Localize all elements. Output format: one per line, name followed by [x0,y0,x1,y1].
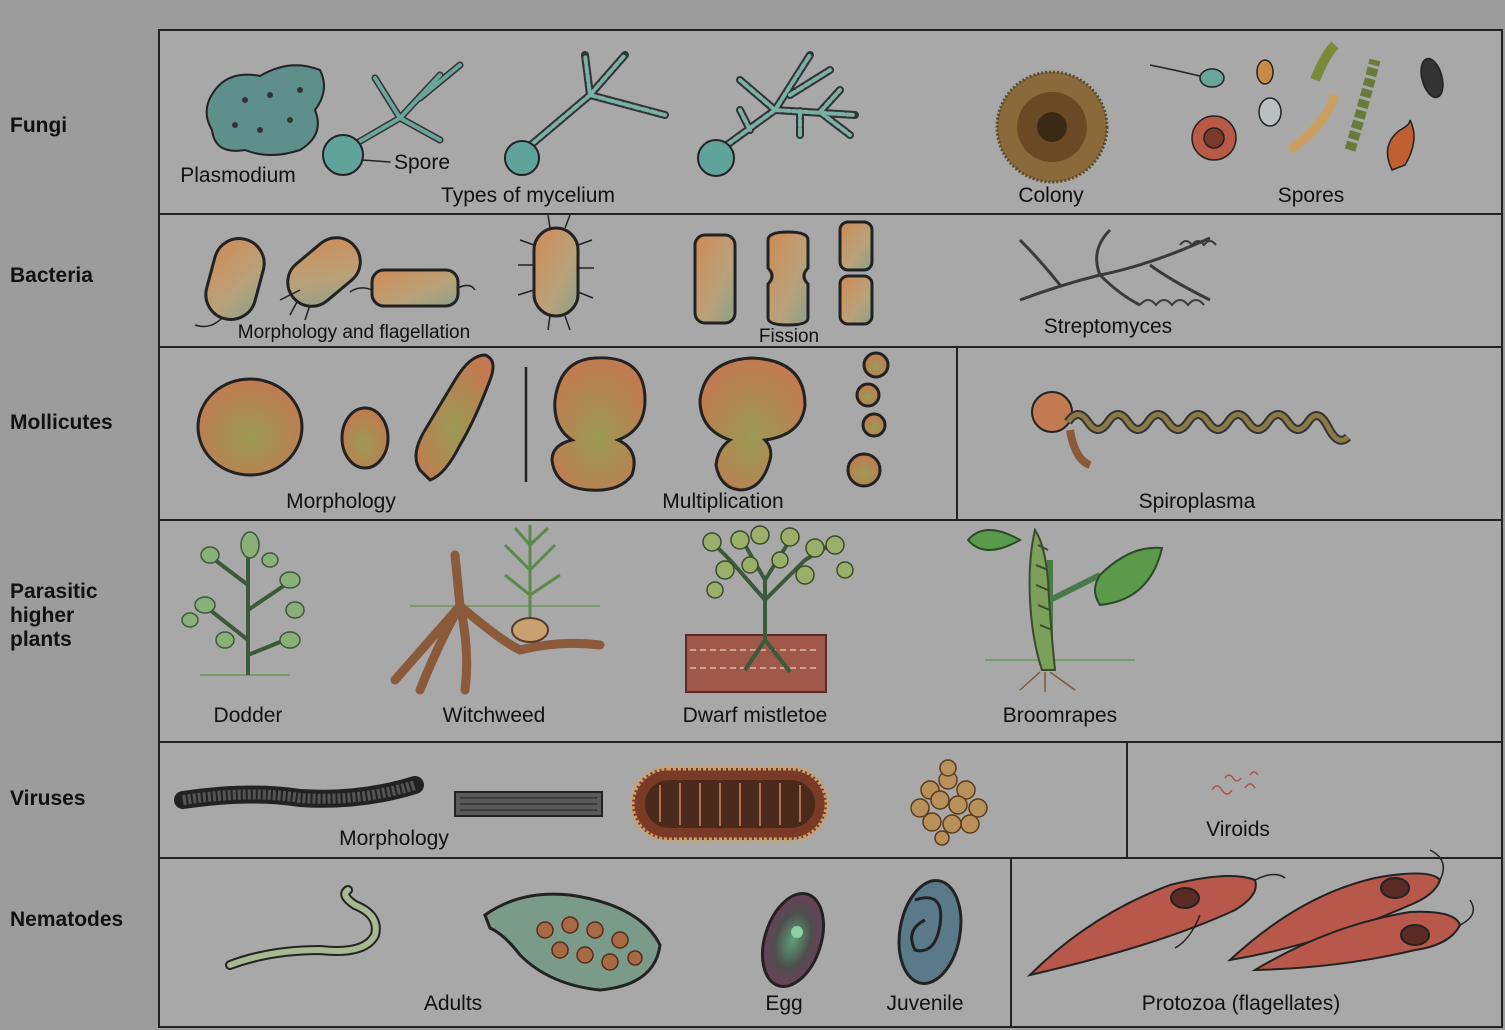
row-label-line: higher [10,604,98,628]
caption-multiplication: Multiplication [662,490,783,514]
row-label-fungi: Fungi [10,114,67,138]
caption-plasmodium: Plasmodium [180,164,296,188]
row-label-bacteria: Bacteria [10,264,93,288]
row-label-line: Parasitic [10,580,98,604]
caption-spiroplasma: Spiroplasma [1139,490,1256,514]
caption-spores: Spores [1278,184,1345,208]
caption-dodder: Dodder [214,704,283,728]
caption-dwarf-mistletoe: Dwarf mistletoe [683,704,828,728]
caption-spore: Spore [394,151,450,175]
row-label-mollicutes: Mollicutes [10,411,113,435]
row-label-viruses: Viruses [10,787,86,811]
grid-frame [159,30,1502,1027]
caption-streptomyces: Streptomyces [1044,315,1172,339]
row-label-line: plants [10,628,98,652]
caption-juvenile: Juvenile [886,992,963,1016]
caption-protozoa-flagellates: Protozoa (flagellates) [1142,992,1340,1016]
caption-virus-morphology: Morphology [339,827,449,851]
caption-egg: Egg [765,992,802,1016]
caption-witchweed: Witchweed [443,704,546,728]
fungal-colony [997,72,1107,182]
caption-broomrapes: Broomrapes [1003,704,1117,728]
caption-morphology-flagellation: Morphology and flagellation [238,321,470,345]
caption-viroids: Viroids [1206,818,1270,842]
caption-adults: Adults [424,992,482,1016]
caption-types-of-mycelium: Types of mycelium [441,184,615,208]
caption-fission: Fission [759,325,819,349]
caption-colony: Colony [1018,184,1083,208]
row-label-nematodes: Nematodes [10,908,123,932]
caption-mollicutes-morphology: Morphology [286,490,396,514]
row-label-parasitic-higher-plants: Parasitic higher plants [10,580,98,652]
